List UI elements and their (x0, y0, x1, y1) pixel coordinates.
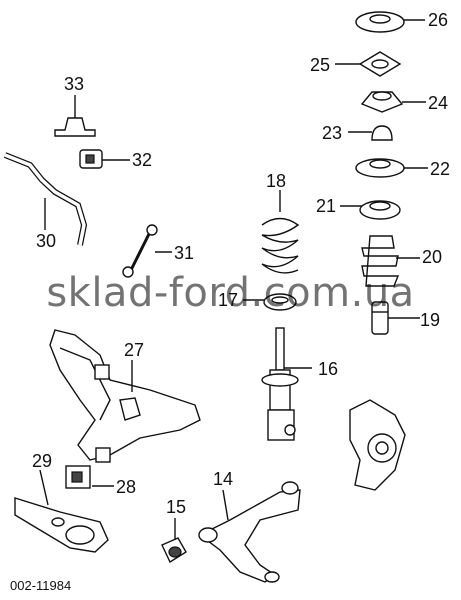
part-30-stabilizer-bar (3, 152, 88, 246)
part-25-gasket (335, 51, 402, 77)
part-32-bushing (79, 149, 130, 169)
callout-30: 30 (36, 231, 57, 251)
callout-26: 26 (428, 10, 449, 30)
part-22-spring-seat (355, 158, 428, 178)
part-29-tie-bar (14, 469, 109, 553)
part-33-clamp (54, 95, 96, 137)
callout-31: 31 (174, 243, 195, 263)
callout-18: 18 (266, 171, 287, 191)
part-26-mount-plate (355, 11, 425, 33)
callout-20: 20 (422, 247, 443, 267)
part-23-bearing (348, 125, 393, 141)
part-17-lower-seat (243, 293, 297, 311)
callout-24: 24 (428, 93, 449, 113)
callout-17: 17 (218, 290, 239, 310)
callout-22: 22 (430, 159, 451, 179)
part-19-bump-stop (371, 301, 420, 335)
callout-25: 25 (310, 55, 331, 75)
figure-code: 002-11984 (10, 578, 72, 593)
callout-29: 29 (32, 451, 53, 471)
callout-32: 32 (132, 150, 153, 170)
part-31-stabilizer-link (122, 224, 172, 278)
part-14-control-arm (198, 481, 301, 583)
callout-15: 15 (166, 497, 187, 517)
callout-23: 23 (322, 123, 343, 143)
part-16-strut (261, 327, 312, 441)
part-27-subframe (49, 329, 201, 463)
callout-16: 16 (318, 359, 339, 379)
callout-19: 19 (420, 310, 441, 330)
callout-28: 28 (116, 477, 137, 497)
part-24-strut-mount (360, 91, 426, 113)
part-28-bracket (65, 465, 114, 489)
steering-knuckle (349, 399, 406, 491)
callout-27: 27 (124, 340, 145, 360)
part-15-bushing (161, 518, 187, 564)
callout-14: 14 (213, 469, 234, 489)
callout-21: 21 (316, 196, 337, 216)
callout-33: 33 (64, 74, 85, 94)
part-20-bellows (361, 235, 420, 287)
part-18-coil-spring (261, 190, 300, 274)
part-21-insulator (340, 200, 401, 220)
